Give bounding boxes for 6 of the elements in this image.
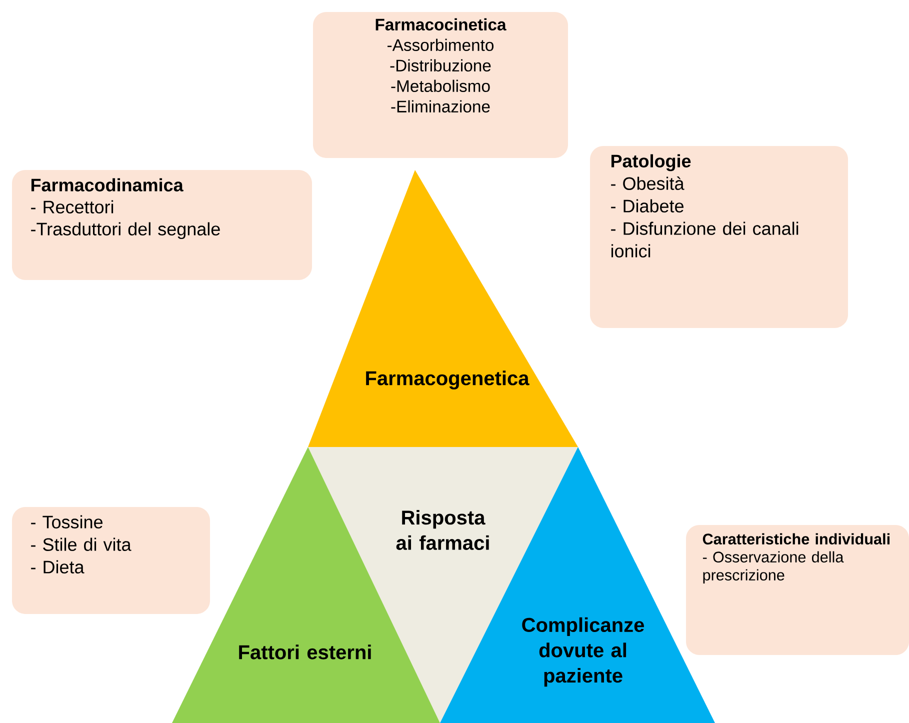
pyramid-triangle: Farmacogenetica: [308, 170, 578, 447]
text-box: - Tossine - Stile di vita - Dieta: [12, 507, 210, 614]
text-box: Patologie - Obesità - Diabete - Disfunzione dei canali ionici: [590, 146, 848, 328]
text-box: Farmacocinetica -Assorbimento -Distribuzione -Metabolismo -Eliminazione: [313, 12, 568, 158]
text-box: Farmacodinamica - Recettori -Trasduttori del segnale: [12, 170, 312, 280]
text-box: Caratteristiche individuali - Osservazione della prescrizione: [686, 525, 909, 655]
